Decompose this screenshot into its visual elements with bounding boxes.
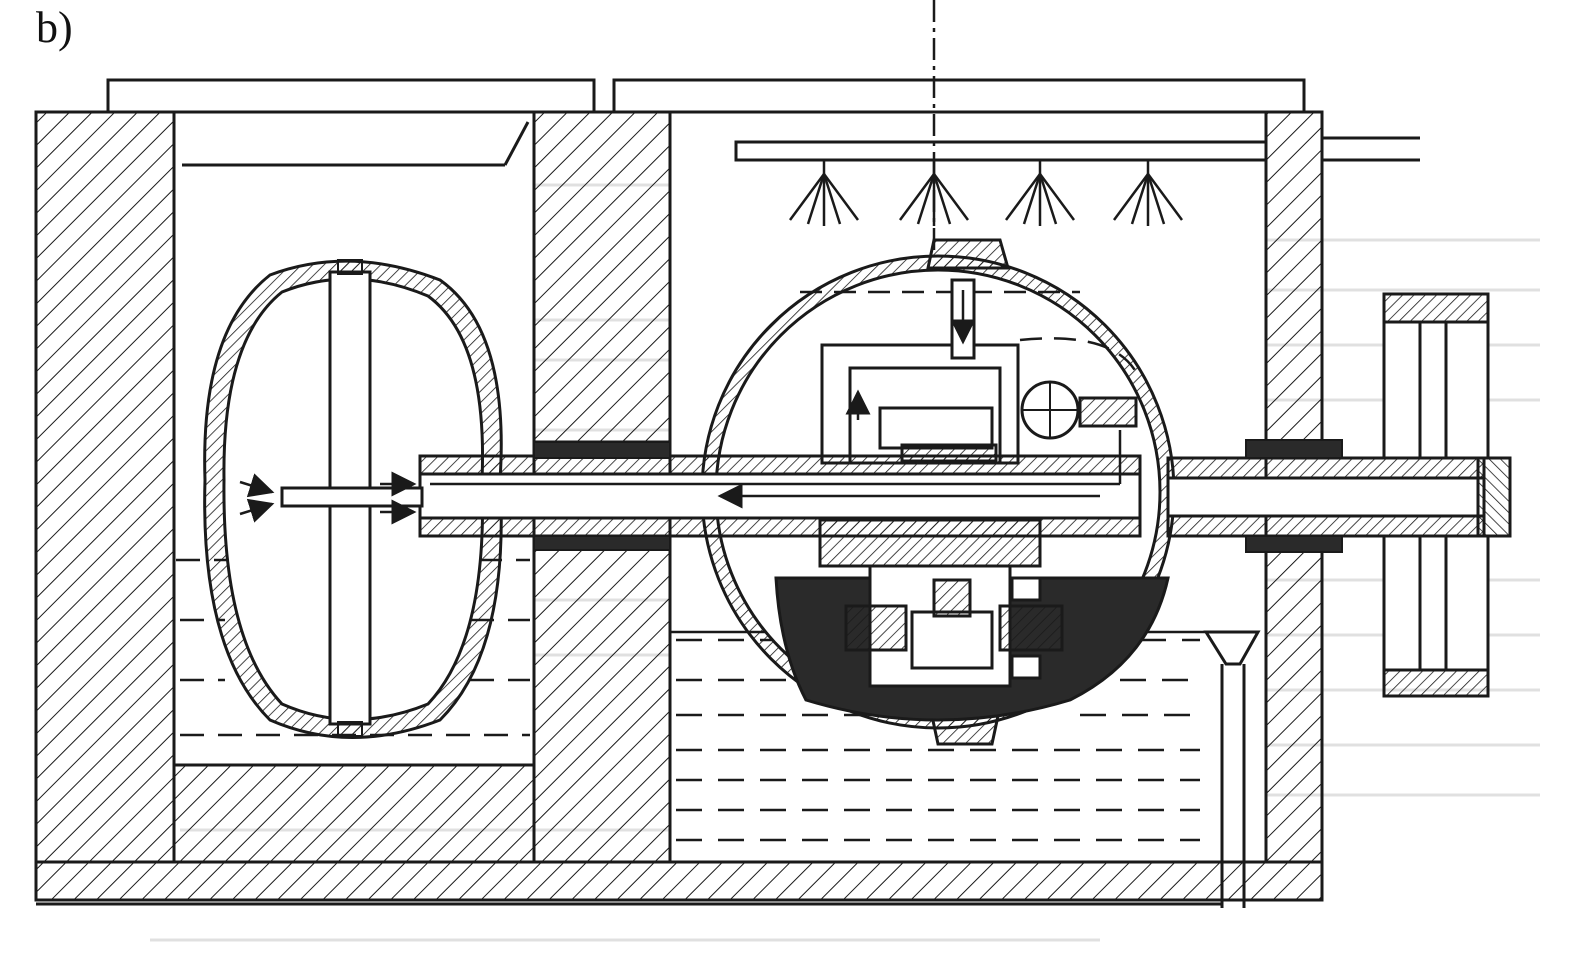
flow-arrows bbox=[239, 430, 1122, 525]
spray-nozzles bbox=[788, 160, 1184, 226]
inner-bearing-assembly bbox=[820, 278, 1138, 465]
drain-funnel bbox=[1203, 630, 1261, 908]
left-chamber-pipe bbox=[182, 121, 530, 167]
output-pulley bbox=[1382, 292, 1490, 698]
shaft-seals bbox=[533, 439, 1343, 553]
top-cover-plates bbox=[106, 78, 1306, 114]
spray-pipe bbox=[734, 140, 1268, 162]
internal-oil-level bbox=[800, 290, 1142, 381]
panel-label: b) bbox=[36, 3, 73, 52]
